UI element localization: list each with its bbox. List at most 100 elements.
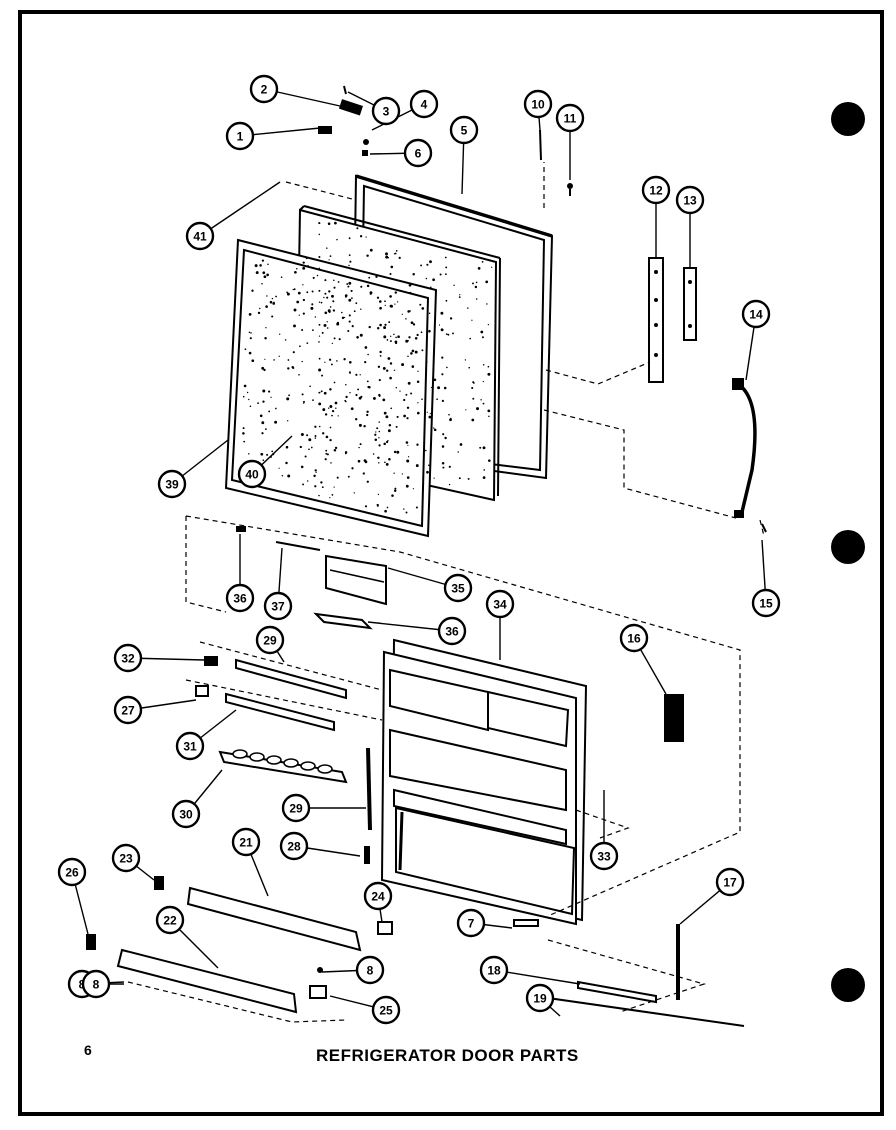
callout-21: 21 [231,827,261,857]
callout-11: 11 [555,103,585,133]
callout-6: 6 [403,138,433,168]
callout-10: 10 [523,89,553,119]
callout-37: 37 [263,591,293,621]
callout-35: 35 [443,573,473,603]
svg-text:26: 26 [65,866,79,880]
svg-text:11: 11 [564,112,577,126]
callout-15: 15 [751,588,781,618]
svg-text:23: 23 [119,852,133,866]
diagram-title: REFRIGERATOR DOOR PARTS [316,1046,579,1065]
door-gasket-frame [224,238,438,538]
svg-text:3: 3 [383,105,390,119]
door-retainer-bars [86,747,393,1014]
callout-25: 25 [371,995,401,1025]
callout-32: 32 [113,643,143,673]
callout-14: 14 [741,299,771,329]
callout-41: 41 [185,221,215,251]
binder-hole-bottom [831,968,865,1002]
hinge-plates [648,257,697,383]
callout-29: 29 [281,793,311,823]
svg-text:18: 18 [487,964,501,978]
callout-3: 3 [371,96,401,126]
callout-16: 16 [619,623,649,653]
callout-36: 36 [225,583,255,613]
inner-door-liner [380,638,588,926]
svg-text:1: 1 [237,130,244,144]
callout-26: 26 [57,857,87,887]
callout-13: 13 [675,185,705,215]
svg-text:16: 16 [627,632,641,646]
svg-text:29: 29 [289,802,303,816]
svg-text:2: 2 [261,83,268,97]
callout-36: 36 [437,616,467,646]
svg-text:10: 10 [531,98,545,112]
door-screws [539,129,573,196]
svg-text:41: 41 [193,230,207,244]
dairy-door-parts [236,526,387,630]
svg-text:15: 15 [759,597,773,611]
svg-text:27: 27 [121,704,135,718]
callout-33: 33 [589,841,619,871]
part-callouts: 1234567888101112131415161718192122232425… [57,74,781,1025]
svg-text:36: 36 [445,625,459,639]
svg-text:8: 8 [367,964,374,978]
svg-text:21: 21 [239,836,253,850]
svg-text:32: 32 [121,652,135,666]
callout-8: 8 [81,969,111,999]
callout-29: 29 [255,625,285,655]
top-hinge-parts [318,85,369,156]
svg-text:39: 39 [165,478,179,492]
callout-12: 12 [641,175,671,205]
svg-text:5: 5 [461,124,468,138]
callout-7: 7 [456,908,486,938]
svg-text:12: 12 [649,184,663,198]
svg-text:30: 30 [179,808,193,822]
callout-5: 5 [449,115,479,145]
page-border [18,10,884,1116]
callout-17: 17 [715,867,745,897]
svg-text:37: 37 [271,600,285,614]
svg-text:7: 7 [468,917,475,931]
svg-text:34: 34 [493,598,507,612]
alignment-dash-lines [127,162,765,1023]
callout-4: 4 [409,89,439,119]
svg-text:8: 8 [93,978,100,992]
callout-24: 24 [363,881,393,911]
callout-28: 28 [279,831,309,861]
svg-text:17: 17 [723,876,737,890]
svg-text:29: 29 [263,634,277,648]
page-number: 6 [84,1042,92,1058]
callout-23: 23 [111,843,141,873]
svg-text:35: 35 [451,582,465,596]
callout-40: 40 [237,459,267,489]
svg-text:19: 19 [533,992,547,1006]
panel-texture [241,221,493,514]
svg-text:28: 28 [287,840,301,854]
svg-text:25: 25 [379,1004,393,1018]
door-stop-arm [732,378,767,533]
svg-text:36: 36 [233,592,247,606]
callout-1: 1 [225,121,255,151]
svg-text:4: 4 [421,98,428,112]
egg-tray-cups [232,749,333,774]
callout-8: 8 [355,955,385,985]
svg-text:31: 31 [183,740,197,754]
callout-34: 34 [485,589,515,619]
svg-text:6: 6 [415,147,422,161]
svg-text:24: 24 [371,890,385,904]
bottom-trim-parts [513,694,745,1027]
svg-text:33: 33 [597,850,611,864]
callout-19: 19 [525,983,555,1013]
svg-text:14: 14 [749,308,763,322]
svg-text:40: 40 [245,468,259,482]
callout-31: 31 [175,731,205,761]
callout-18: 18 [479,955,509,985]
callout-30: 30 [171,799,201,829]
callout-22: 22 [155,905,185,935]
svg-text:13: 13 [683,194,697,208]
binder-hole-top [831,102,865,136]
svg-text:22: 22 [163,914,177,928]
callout-27: 27 [113,695,143,725]
